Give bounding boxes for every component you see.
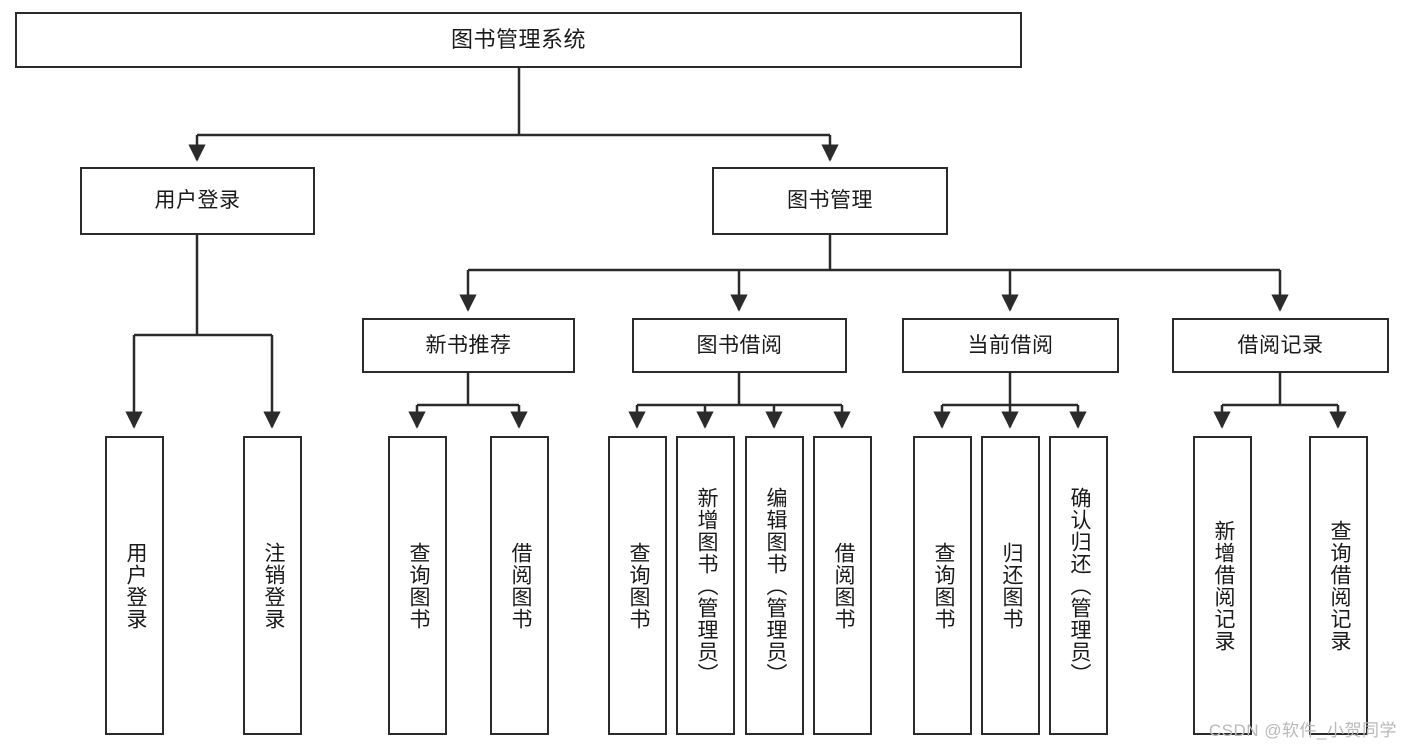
node-label: 归还图书 (999, 541, 1023, 630)
node-leaf-edit-book[interactable]: 编辑图书（管理员） (745, 436, 804, 735)
node-label: 借阅图书 (831, 541, 855, 630)
node-label: 新增借阅记录 (1211, 519, 1235, 652)
node-leaf-query-book-1[interactable]: 查询图书 (388, 436, 447, 735)
node-book-management[interactable]: 图书管理 (712, 167, 948, 235)
node-label: 新书推荐 (425, 333, 512, 357)
node-leaf-add-book[interactable]: 新增图书（管理员） (676, 436, 735, 735)
node-label: 新增图书（管理员） (694, 486, 718, 685)
node-leaf-query-record[interactable]: 查询借阅记录 (1309, 436, 1368, 735)
node-label: 图书管理系统 (450, 26, 586, 52)
node-label: 当前借阅 (967, 333, 1054, 357)
node-label: 注销登录 (261, 541, 285, 630)
node-label: 编辑图书（管理员） (763, 486, 787, 685)
node-leaf-query-book-3[interactable]: 查询图书 (913, 436, 972, 735)
node-label: 用户登录 (123, 541, 147, 630)
node-label: 借阅图书 (508, 541, 532, 630)
node-current-borrow[interactable]: 当前借阅 (902, 318, 1119, 373)
node-label: 用户登录 (154, 189, 241, 213)
node-label: 查询图书 (406, 541, 430, 630)
node-leaf-borrow-book-2[interactable]: 借阅图书 (813, 436, 872, 735)
node-label: 确认归还（管理员） (1067, 486, 1091, 685)
node-leaf-query-book-2[interactable]: 查询图书 (608, 436, 667, 735)
node-leaf-user-login[interactable]: 用户登录 (105, 436, 164, 735)
node-label: 借阅记录 (1237, 333, 1324, 357)
node-borrow-record[interactable]: 借阅记录 (1172, 318, 1389, 373)
node-label: 图书借阅 (696, 333, 783, 357)
node-user-login[interactable]: 用户登录 (80, 167, 315, 235)
node-label: 查询图书 (626, 541, 650, 630)
node-label: 图书管理 (787, 189, 873, 213)
node-new-book-recommend[interactable]: 新书推荐 (362, 318, 575, 373)
node-root-book-management-system[interactable]: 图书管理系统 (15, 12, 1022, 68)
node-label: 查询图书 (931, 541, 955, 630)
node-book-borrow[interactable]: 图书借阅 (632, 318, 847, 373)
node-leaf-user-logout[interactable]: 注销登录 (243, 436, 302, 735)
node-leaf-add-record[interactable]: 新增借阅记录 (1193, 436, 1252, 735)
node-label: 查询借阅记录 (1327, 519, 1351, 652)
node-leaf-borrow-book-1[interactable]: 借阅图书 (490, 436, 549, 735)
node-leaf-confirm-return[interactable]: 确认归还（管理员） (1049, 436, 1108, 735)
node-leaf-return-book[interactable]: 归还图书 (981, 436, 1040, 735)
